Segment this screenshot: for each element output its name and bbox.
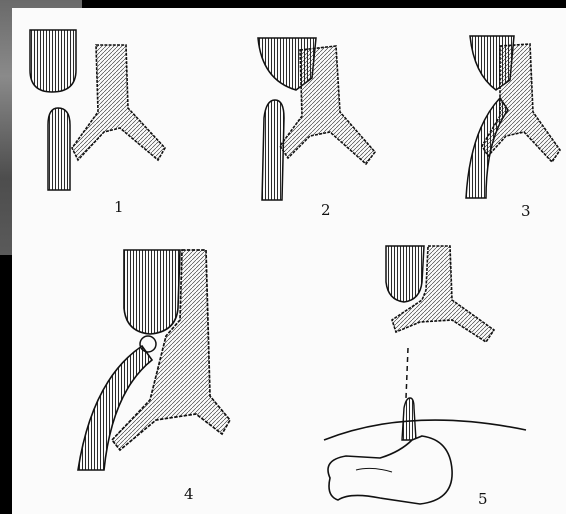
stage-5-dashed-connector xyxy=(406,348,408,398)
stage-5-stomach xyxy=(328,436,452,504)
stage-1-group xyxy=(30,30,165,190)
figure-label-5: 5 xyxy=(478,492,488,507)
figure-label-2: 2 xyxy=(321,203,331,218)
stage-1-upper-bud xyxy=(30,30,76,92)
stage-1-trachea xyxy=(72,45,165,160)
figure-label-3: 3 xyxy=(521,204,531,219)
stage-2-lower-bud xyxy=(262,100,284,200)
stage-4-upper-bud xyxy=(124,250,180,334)
stage-4-group xyxy=(78,250,230,470)
stage-5-esophagus-stub xyxy=(402,398,416,440)
stage-3-group xyxy=(466,36,560,198)
stage-2-group xyxy=(258,38,375,200)
figure-label-1: 1 xyxy=(114,200,124,215)
stage-4-fistula-tube xyxy=(78,346,152,470)
stage-5-upper-bud xyxy=(386,246,424,302)
stage-5-group xyxy=(324,246,526,504)
figure-label-4: 4 xyxy=(184,487,194,502)
stage-1-lower-bud xyxy=(48,108,70,190)
